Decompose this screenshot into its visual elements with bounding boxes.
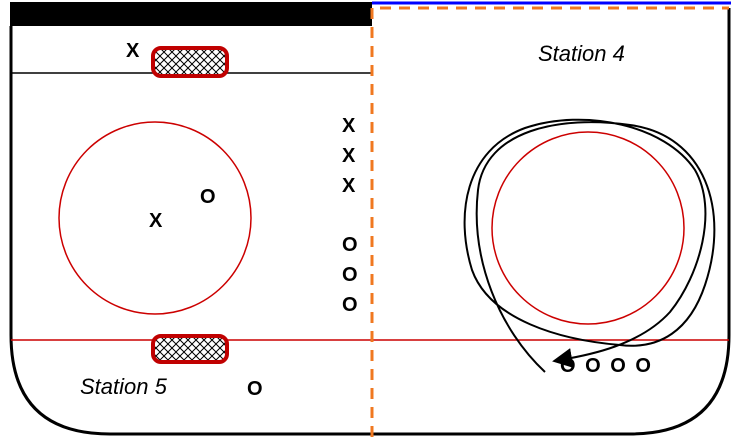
line-x-1: X	[342, 115, 356, 137]
line-x-2: X	[342, 145, 356, 167]
station-4-label: Station 4	[538, 41, 625, 66]
station-5-label: Station 5	[80, 374, 168, 399]
rink-outline	[9, 8, 731, 436]
bottom-net	[151, 334, 229, 364]
top-board-left	[10, 2, 372, 26]
right-faceoff-circle	[491, 131, 685, 325]
top-net	[151, 46, 229, 78]
line-x-3: X	[342, 175, 356, 197]
left-circle-o: O	[200, 186, 216, 208]
skating-path	[463, 118, 716, 373]
left-circle-x: X	[149, 210, 163, 232]
station-4-o-row: O O O O	[560, 355, 653, 377]
line-o-2: O	[342, 264, 358, 286]
left-faceoff-circle	[58, 121, 252, 315]
line-o-1: O	[342, 234, 358, 256]
station-divider	[370, 6, 729, 437]
station-5-o: O	[247, 378, 263, 400]
line-o-3: O	[342, 294, 358, 316]
top-goalie-x: X	[126, 40, 140, 62]
